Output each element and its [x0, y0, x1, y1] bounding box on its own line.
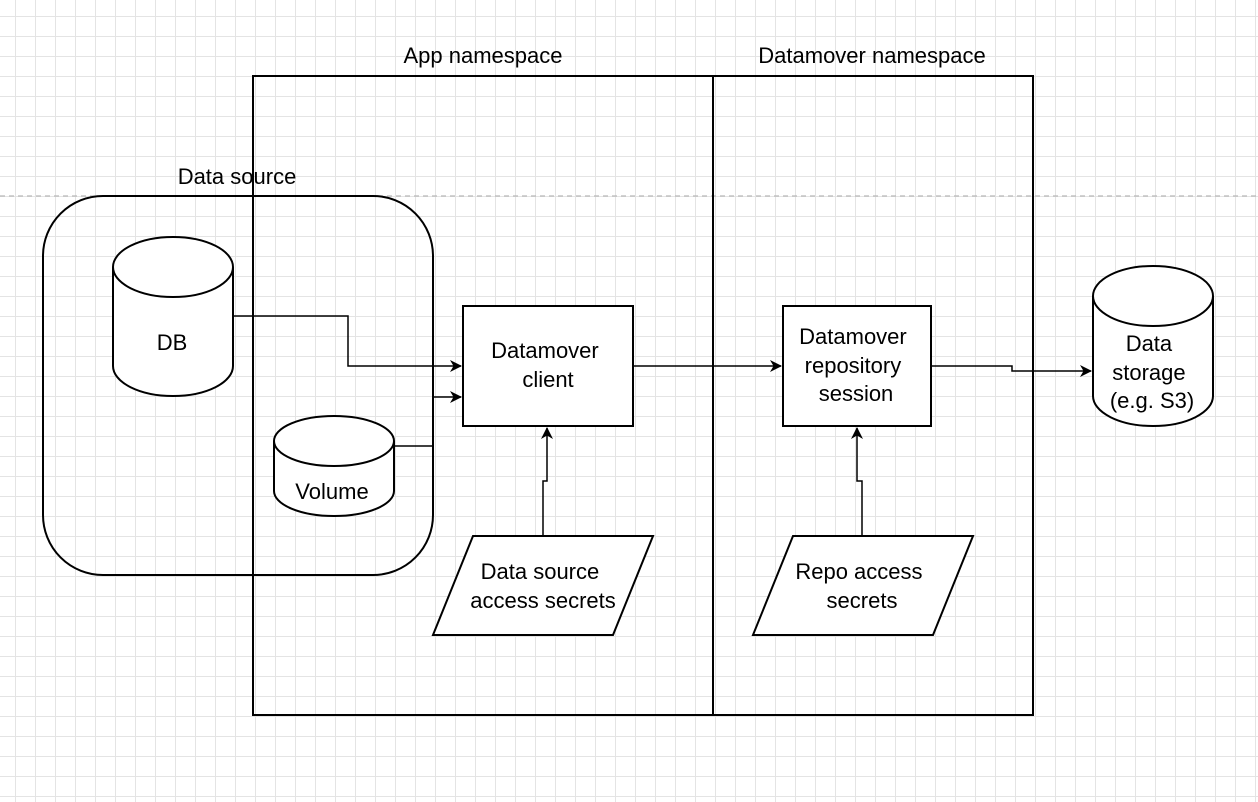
volume-cylinder[interactable]: Volume	[273, 415, 395, 517]
edge-db-to-client[interactable]	[233, 315, 462, 372]
datamover-namespace-label: Datamover namespace	[758, 43, 985, 68]
db-cylinder[interactable]: DB	[112, 236, 234, 397]
data-source-access-secrets-label: Data source access secrets	[470, 559, 616, 613]
data-source-label: Data source	[178, 164, 297, 189]
data-storage-cylinder[interactable]: Data storage (e.g. S3)	[1092, 265, 1214, 427]
data-source-container[interactable]	[42, 195, 434, 576]
db-label: DB	[157, 330, 188, 355]
repo-access-secrets-parallelogram[interactable]: Repo access secrets	[751, 535, 975, 636]
datamover-namespace-container[interactable]	[712, 75, 1034, 716]
volume-label: Volume	[295, 479, 368, 504]
edge-session-to-storage[interactable]	[931, 365, 1092, 377]
data-source-access-secrets-parallelogram[interactable]: Data source access secrets	[431, 535, 655, 636]
edge-repo-secrets-to-session[interactable]	[851, 427, 863, 535]
app-namespace-label: App namespace	[404, 43, 563, 68]
edge-secrets-to-client[interactable]	[541, 427, 553, 535]
edge-volume-to-client[interactable]	[394, 391, 462, 447]
datamover-repository-session-box[interactable]: Datamover repository session	[782, 305, 932, 427]
datamover-repository-session-label: Datamover repository session	[799, 324, 913, 406]
data-storage-label: Data storage (e.g. S3)	[1110, 331, 1194, 413]
datamover-client-box[interactable]: Datamover client	[462, 305, 634, 427]
repo-access-secrets-label: Repo access secrets	[795, 559, 928, 613]
datamover-client-label: Datamover client	[491, 338, 605, 392]
